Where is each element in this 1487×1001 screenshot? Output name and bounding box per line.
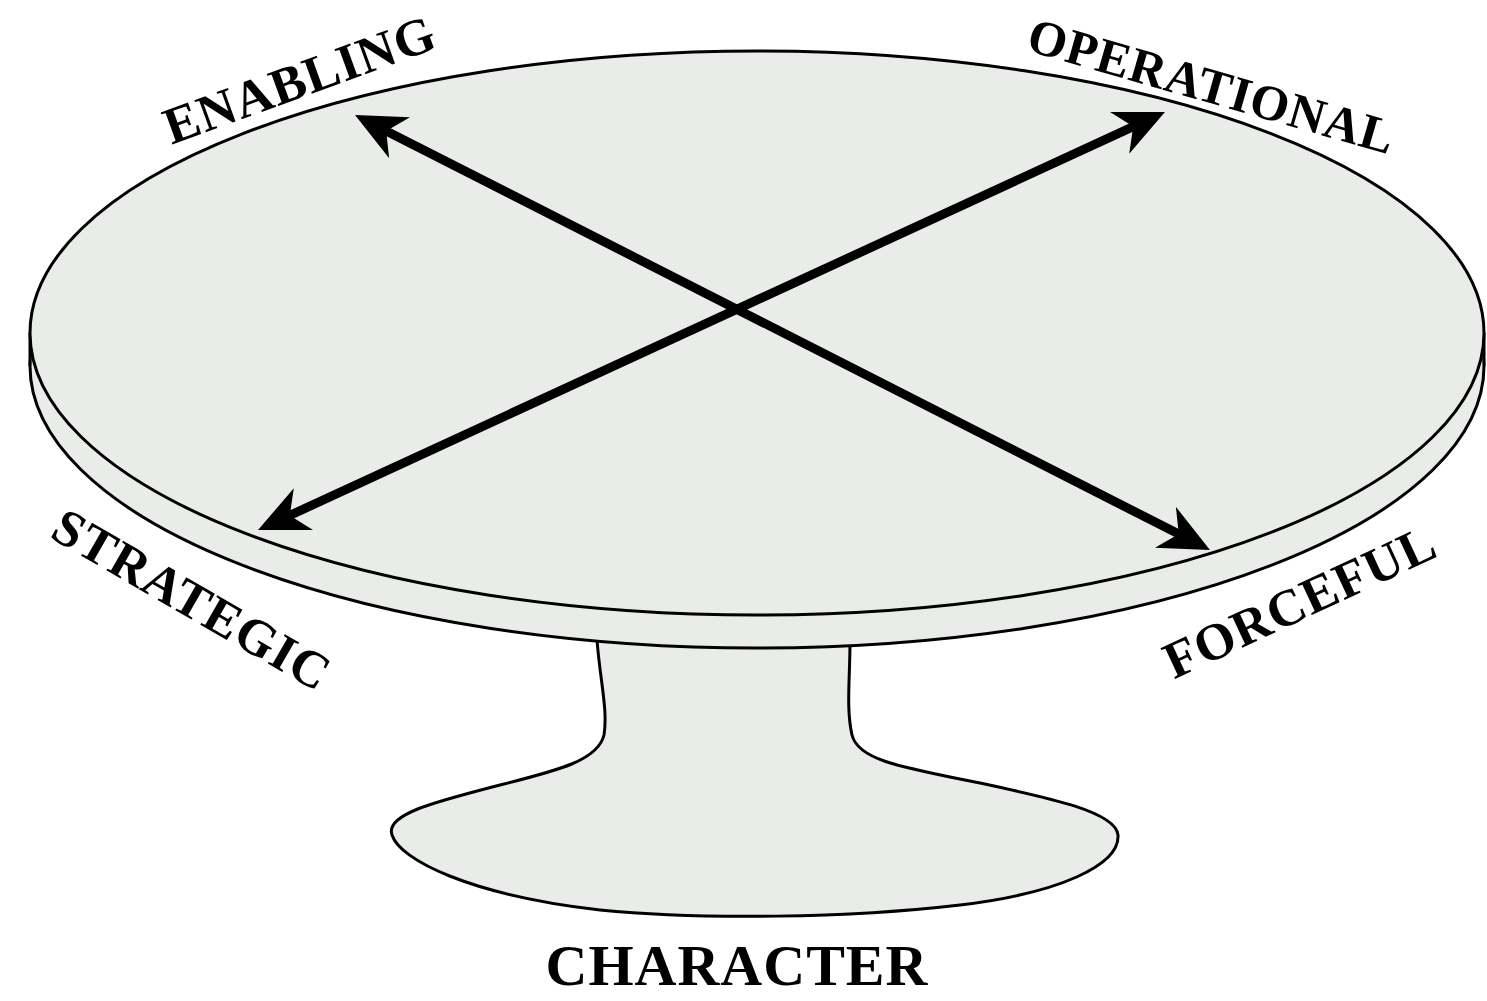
- rim-label: STRATEGIC: [44, 500, 340, 701]
- table-top: [30, 51, 1484, 615]
- rim-label: ENABLING: [157, 7, 443, 153]
- double-arrow: [290, 127, 1133, 516]
- double-arrow: [386, 131, 1179, 534]
- base-label: CHARACTER: [546, 937, 929, 995]
- rim-label: OPERATIONAL: [1023, 10, 1402, 163]
- rim-label: FORCEFUL: [1156, 516, 1444, 687]
- table-pedestal: [391, 640, 1118, 916]
